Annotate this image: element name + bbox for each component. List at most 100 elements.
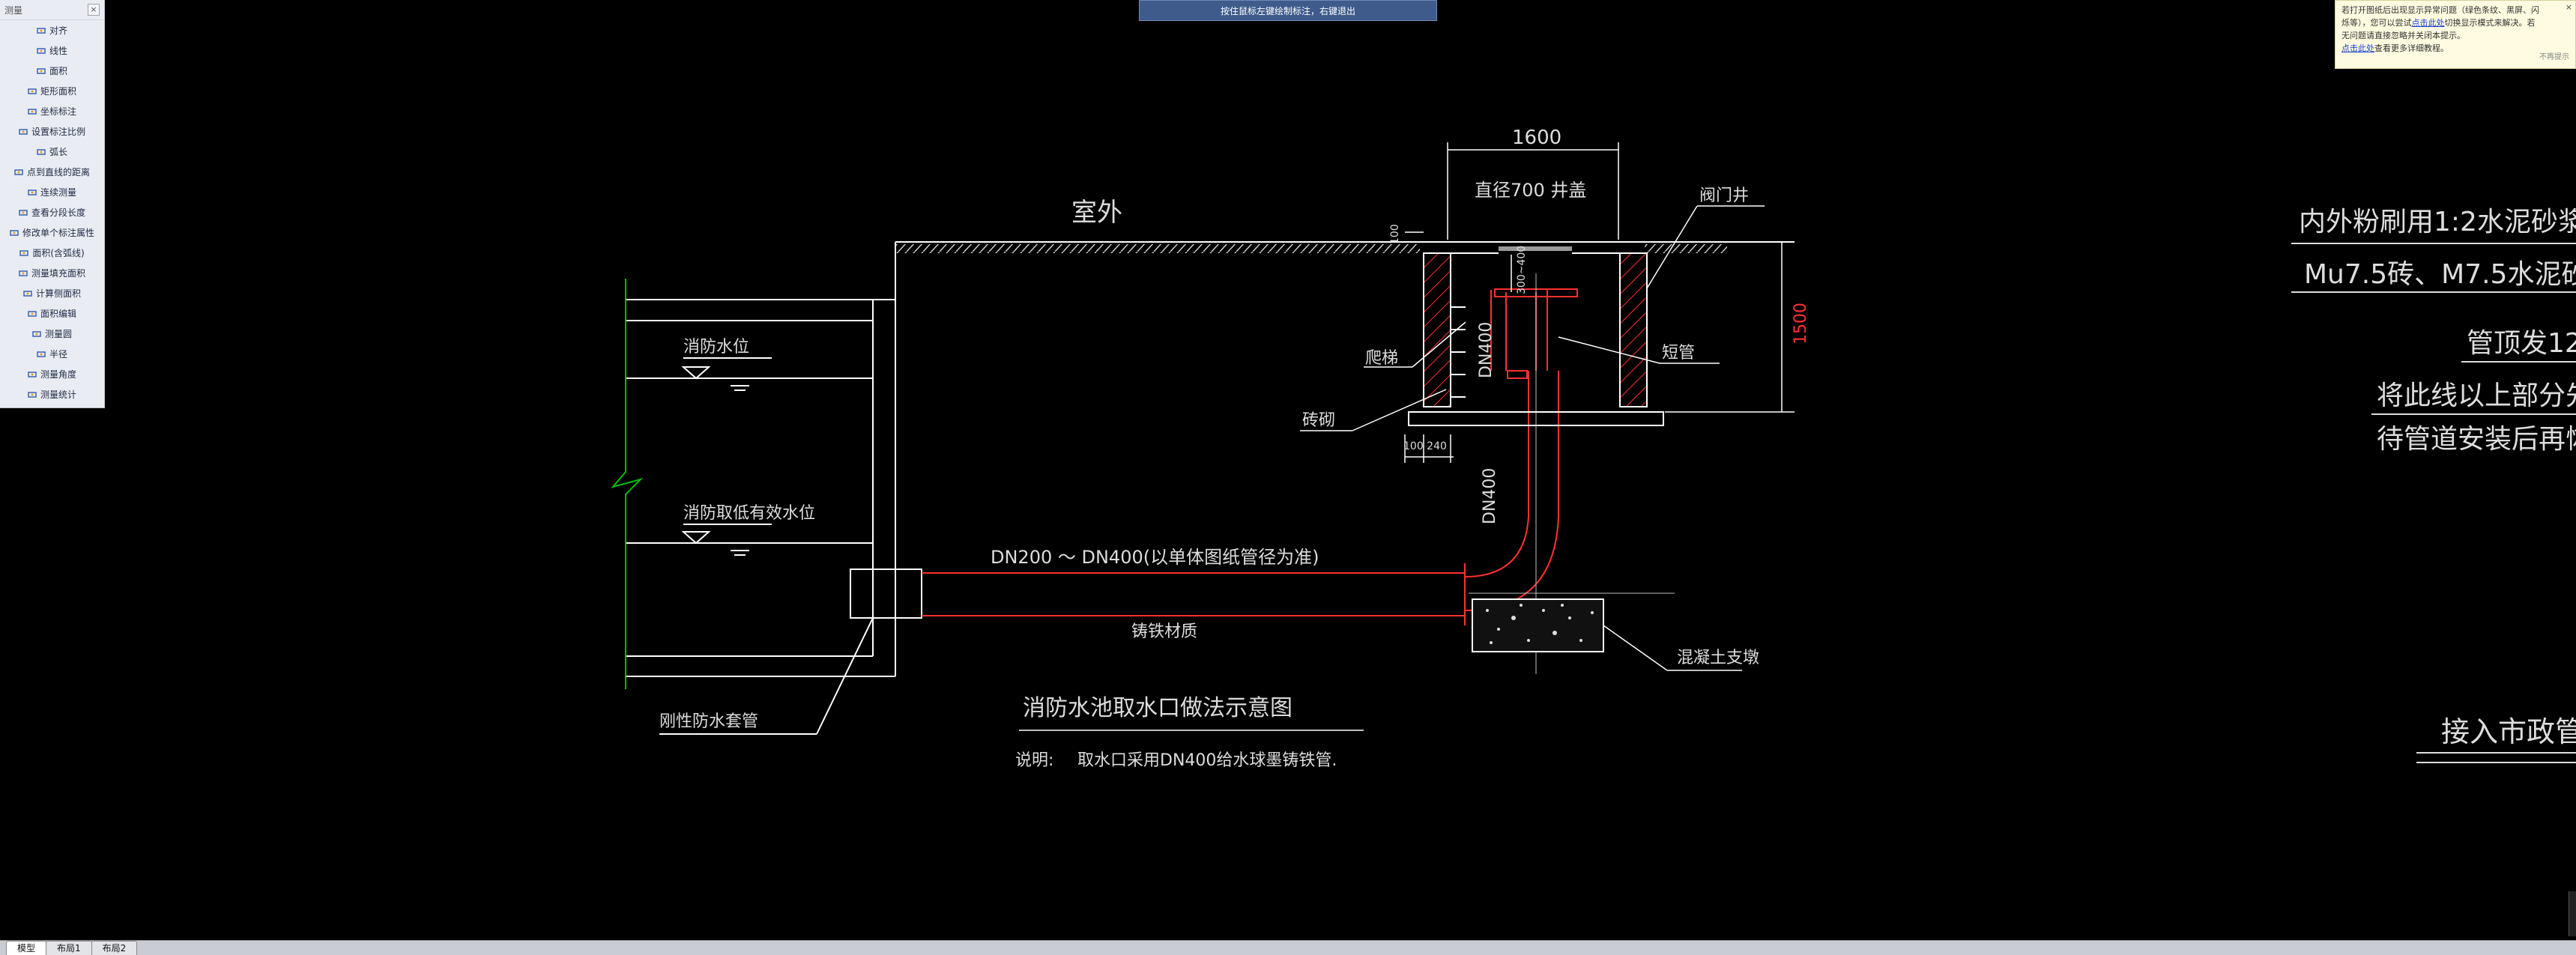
layout-tab[interactable]: 模型 xyxy=(6,941,47,955)
dn400-vertical-label: DN400 xyxy=(1477,322,1496,378)
coordinate-icon xyxy=(28,107,37,116)
figure-title: 消防水池取水口做法示意图 xyxy=(1023,695,1292,721)
rigid-sleeve-label: 刚性防水套管 xyxy=(659,712,758,731)
measure-tool-item[interactable]: 面积 xyxy=(0,61,104,81)
dim-100-240: 100 240 xyxy=(1403,440,1447,452)
measure-tool-label: 矩形面积 xyxy=(40,86,76,97)
measure-tool-item[interactable]: 修改单个标注属性 xyxy=(0,222,104,243)
measure-panel-header: 测量 × xyxy=(0,0,104,20)
measure-tool-label: 设置标注比例 xyxy=(31,127,85,137)
valve-well[interactable] xyxy=(1408,241,1664,426)
rect-area-icon xyxy=(28,87,37,96)
close-icon[interactable]: × xyxy=(88,4,100,16)
notice-text: 查看更多详细教程。 xyxy=(2374,43,2449,53)
continuous-measure-icon xyxy=(28,188,37,197)
note-label: 说明: xyxy=(1015,751,1053,770)
measure-tool-label: 测量统计 xyxy=(40,389,76,400)
area-icon xyxy=(37,67,46,76)
tutorial-link[interactable]: 点击此处 xyxy=(2341,43,2374,53)
measure-tool-label: 半径 xyxy=(49,349,67,360)
measure-tool-item[interactable]: 坐标标注 xyxy=(0,101,104,121)
note-text: 取水口采用DN400给水球墨铸铁管. xyxy=(1077,751,1337,770)
measure-panel: 测量 × 对齐线性面积矩形面积坐标标注设置标注比例弧长点到直线的距离连续测量查看… xyxy=(0,0,105,408)
right-note-6: 接入市政管网( xyxy=(2441,715,2576,748)
cast-iron-label: 铸铁材质 xyxy=(1131,622,1197,641)
notice-close-icon[interactable]: × xyxy=(2565,2,2572,12)
measure-tool-label: 面积(含弧线) xyxy=(32,248,85,258)
edit-dimension-icon xyxy=(10,228,19,237)
measure-tool-item[interactable]: 面积编辑 xyxy=(0,303,104,324)
no-more-notice-button[interactable]: 不再提示 xyxy=(2539,53,2569,61)
measure-tool-label: 测量角度 xyxy=(40,369,76,380)
measure-tool-label: 查看分段长度 xyxy=(31,207,85,218)
manhole-cover-label: 直径700 井盖 xyxy=(1475,180,1586,201)
measure-tool-item[interactable]: 测量圆 xyxy=(0,324,104,344)
dimension-lines xyxy=(1404,142,1795,463)
measure-tool-label: 面积 xyxy=(49,66,67,76)
measure-tool-label: 弧长 xyxy=(49,147,67,157)
measure-tool-item[interactable]: 半径 xyxy=(0,344,104,364)
leader-lines xyxy=(1019,205,1765,731)
measure-tool-item[interactable]: 连续测量 xyxy=(0,182,104,202)
measure-tool-item[interactable]: 面积(含弧线) xyxy=(0,243,104,263)
side-area-icon xyxy=(23,289,32,298)
measure-tool-item[interactable]: 计算侧面积 xyxy=(0,283,104,303)
soil-hatch xyxy=(895,244,1420,253)
vertical-scrollbar[interactable] xyxy=(2569,891,2576,936)
fire-pool xyxy=(626,242,896,677)
notice-line-4: 点击此处查看更多详细教程。 xyxy=(2341,42,2569,55)
notice-line-2: 烁等），您可以尝试点击此处切换显示模式来解决。若 xyxy=(2341,16,2569,29)
right-note-2: Mu7.5砖、M7.5水泥砂浆砌 xyxy=(2304,259,2576,290)
measure-tool-item[interactable]: 测量统计 xyxy=(0,384,104,404)
layout-tab[interactable]: 布局2 xyxy=(91,941,138,955)
measure-tool-label: 计算侧面积 xyxy=(35,288,81,299)
measure-tool-label: 对齐 xyxy=(49,25,67,36)
layout-tab[interactable]: 布局1 xyxy=(46,941,92,955)
measure-tool-label: 坐标标注 xyxy=(40,106,76,117)
outdoor-label: 室外 xyxy=(1071,198,1122,228)
right-note-1: 内外粉刷用1:2水泥砂浆厚20 xyxy=(2299,207,2576,237)
circle-measure-icon xyxy=(32,330,41,339)
arc-length-icon xyxy=(37,148,46,157)
dim-300-400: 300~400 xyxy=(1516,246,1528,294)
measure-tool-item[interactable]: 查看分段长度 xyxy=(0,202,104,222)
measure-tool-list: 对齐线性面积矩形面积坐标标注设置标注比例弧长点到直线的距离连续测量查看分段长度修… xyxy=(0,20,104,404)
short-pipe-label: 短管 xyxy=(1662,344,1695,363)
measure-tool-item[interactable]: 线性 xyxy=(0,40,104,61)
measure-tool-label: 面积编辑 xyxy=(40,309,76,319)
measure-tool-item[interactable]: 点到直线的距离 xyxy=(0,162,104,182)
measure-tool-label: 测量圆 xyxy=(44,329,72,339)
measure-tool-item[interactable]: 弧长 xyxy=(0,142,104,162)
soil-hatch-right xyxy=(1645,244,1727,253)
measure-tool-label: 线性 xyxy=(49,46,67,56)
segment-length-icon xyxy=(19,208,28,217)
concrete-pier xyxy=(1472,598,1604,652)
concrete-dots xyxy=(1486,604,1594,644)
break-line xyxy=(611,279,644,689)
measure-tool-label: 修改单个标注属性 xyxy=(22,228,94,238)
linear-measure-icon xyxy=(37,46,46,55)
right-notes: 内外粉刷用1:2水泥砂浆厚20 Mu7.5砖、M7.5水泥砂浆砌 管顶发125砖… xyxy=(2291,207,2576,763)
dim-1500: 1500 xyxy=(1792,303,1810,345)
measure-tool-item[interactable]: 对齐 xyxy=(0,20,104,40)
measure-tool-item[interactable]: 设置标注比例 xyxy=(0,121,104,142)
ladder-label: 爬梯 xyxy=(1365,349,1398,368)
radius-icon xyxy=(37,350,46,359)
measure-tool-label: 测量填充面积 xyxy=(31,268,85,279)
rigid-sleeve xyxy=(659,569,922,735)
measure-tool-item[interactable]: 测量角度 xyxy=(0,364,104,384)
measure-tool-item[interactable]: 矩形面积 xyxy=(0,81,104,101)
pipe-spec-label: DN200 ～ DN400(以单体图纸管径为准) xyxy=(991,547,1319,568)
dim-100: 100 xyxy=(1389,224,1401,244)
hint-bar: 按住鼠标左键绘制标注，右键退出 xyxy=(1139,0,1437,21)
fire-water-level-label: 消防水位 xyxy=(683,338,749,357)
scale-icon xyxy=(19,127,28,136)
area-edit-icon xyxy=(28,309,37,318)
brick-label: 砖砌 xyxy=(1302,411,1335,430)
measure-panel-title: 测量 xyxy=(4,4,23,16)
switch-display-mode-link[interactable]: 点击此处 xyxy=(2411,18,2445,28)
measure-tool-item[interactable]: 测量填充面积 xyxy=(0,263,104,283)
valve-well-label: 阀门井 xyxy=(1699,187,1749,205)
measure-tool-label: 点到直线的距离 xyxy=(26,167,90,178)
